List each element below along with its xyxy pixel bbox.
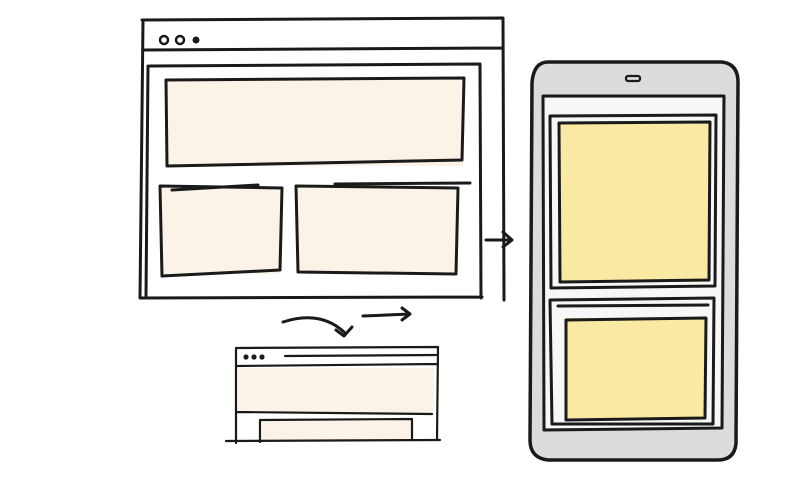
right-card — [298, 188, 456, 272]
arrow-right-icon — [361, 306, 412, 322]
desktop-wireframe — [138, 16, 506, 302]
left-card — [162, 188, 280, 274]
mobile-bottom-card — [566, 318, 706, 418]
hero-block — [167, 80, 463, 166]
window-dots-icon — [158, 34, 200, 46]
curved-arrow-icon — [281, 316, 354, 338]
phone-speaker-icon — [624, 74, 642, 83]
mobile-top-card — [560, 124, 710, 282]
small-desktop-wireframe — [224, 345, 442, 445]
mobile-wireframe — [528, 60, 740, 462]
window-dots-icon — [243, 354, 265, 360]
arrow-right-icon — [484, 230, 514, 249]
